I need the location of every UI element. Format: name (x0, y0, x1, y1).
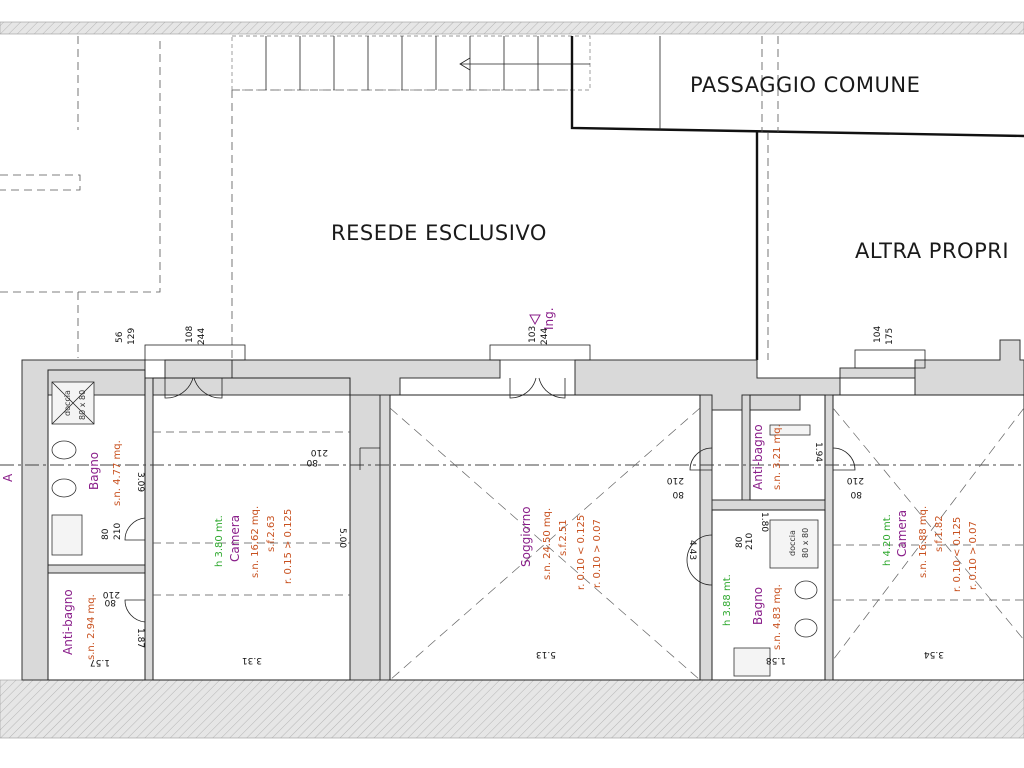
bidet-2 (794, 618, 818, 638)
dim-108: 108 (185, 326, 195, 343)
door-dim-80-f: 80 (735, 536, 745, 548)
section-line-a: A (0, 464, 1024, 482)
dimension-labels: 56 129 108 244 103 244 104 175 3.09 5.00… (90, 326, 944, 667)
shower-2-label: doccia (788, 530, 797, 556)
passaggio-comune-label: PASSAGGIO COMUNE (690, 73, 920, 97)
antibagno-2-name: Anti-bagno (751, 424, 765, 490)
dim-194: 1.94 (813, 442, 823, 462)
sink-1 (51, 514, 83, 556)
dim-513: 5.13 (536, 649, 556, 659)
soggiorno-sf: s.f.2.51 (558, 519, 569, 556)
ingresso-label: Ing. (542, 307, 556, 330)
dim-500: 5.00 (337, 528, 347, 548)
door-dim-210-d: 210 (113, 523, 123, 540)
door-dim-210-c: 210 (847, 475, 864, 485)
antibagno-1-name: Anti-bagno (61, 589, 75, 655)
dim-104: 104 (873, 326, 883, 343)
dim-354: 3.54 (924, 649, 944, 659)
sink-3 (769, 424, 811, 436)
bagno-1-name: Bagno (87, 452, 101, 490)
dim-180: 1.80 (759, 512, 769, 532)
sink-2 (733, 647, 771, 677)
camera-2-height: h 4.20 mt. (882, 514, 893, 566)
top-boundary-strip (0, 21, 1024, 35)
dim-443: 4.43 (687, 540, 697, 560)
shower-2-size: 80 x 80 (801, 528, 810, 558)
exterior-walls (21, 339, 1024, 681)
staircase (231, 35, 591, 91)
door-dim-210-e: 210 (103, 589, 120, 599)
toilet-1 (51, 440, 77, 460)
shower-2 (769, 519, 819, 569)
room-labels: Bagno s.n. 4.77 mq. Anti-bagno s.n. 2.94… (61, 424, 979, 660)
door-dim-80-a: 80 (306, 457, 318, 467)
section-marker-label: A (1, 473, 15, 482)
dim-244-b: 244 (540, 328, 550, 345)
common-passage-boundary (570, 36, 1024, 360)
camera-2-name: Camera (895, 510, 909, 557)
shower-1-label: doccia (63, 390, 72, 416)
antibagno-1-area: s.n. 2.94 mq. (86, 594, 97, 660)
door-dim-210-b: 210 (667, 475, 684, 485)
door-dim-210-a: 210 (311, 447, 328, 457)
soggiorno-name: Soggiorno (519, 506, 533, 567)
doors (124, 344, 926, 623)
left-dashed-outline (0, 36, 572, 358)
toilet-2 (794, 580, 818, 600)
camera-1-sf: s.f.2.63 (266, 515, 277, 552)
camera-2-ratio-2: r. 0.10 > 0.07 (968, 521, 979, 590)
door-dim-80-e: 80 (104, 597, 116, 607)
bathroom-fixtures: doccia 80 x 80 doccia 80 x 80 (51, 381, 819, 677)
entrance-marker: Ing. (529, 307, 556, 330)
bagno-2-height: h 3.88 mt. (722, 574, 733, 626)
camera-2-ratio-1: r. 0.10 < 0.125 (952, 517, 963, 592)
ceiling-beam-lines (153, 431, 1024, 601)
dim-175: 175 (885, 328, 895, 345)
door-dim-210-f: 210 (745, 533, 755, 550)
soggiorno-ratio-2: r. 0.10 > 0.07 (592, 519, 603, 588)
camera-2-area: s.n. 16.88 mq. (918, 506, 929, 578)
dim-331: 3.31 (242, 655, 262, 665)
bagno-2-name: Bagno (751, 587, 765, 625)
dim-103: 103 (528, 326, 538, 343)
shower-1-size: 80 x 80 (78, 390, 87, 420)
dim-309: 3.09 (135, 472, 145, 492)
altra-proprieta-label: ALTRA PROPRI (855, 239, 1009, 263)
door-dim-80-b: 80 (672, 489, 684, 499)
dim-56: 56 (115, 331, 125, 343)
room-outlines (47, 369, 1024, 681)
dim-158: 1.58 (766, 655, 786, 665)
bagno-1-area: s.n. 4.77 mq. (112, 440, 123, 506)
bagno-2-area: s.n. 4.83 mq. (772, 584, 783, 650)
soggiorno-ratio-1: r. 0.10 < 0.125 (576, 515, 587, 590)
resede-esclusivo-label: RESEDE ESCLUSIVO (331, 221, 547, 245)
door-dim-80-d: 80 (101, 528, 111, 540)
camera-1-ratio: r. 0.15 > 0.125 (283, 509, 294, 584)
soggiorno-area: s.n. 24.50 mq. (542, 508, 553, 580)
bottom-boundary-strip (0, 679, 1024, 739)
camera-2-sf: s.f.1.82 (934, 515, 945, 552)
camera-1-name: Camera (228, 515, 242, 562)
room-diagonals (389, 407, 1024, 681)
dim-157: 1.57 (90, 657, 110, 667)
bidet-1 (51, 478, 77, 498)
camera-1-area: s.n. 16.62 mq. (250, 506, 261, 578)
dim-244-a: 244 (197, 328, 207, 345)
door-dim-80-c: 80 (850, 489, 862, 499)
antibagno-2-area: s.n. 3.21 mq. (772, 424, 783, 490)
dim-187: 1.87 (135, 628, 145, 648)
camera-1-height: h 3.80 mt. (214, 515, 225, 567)
dim-129: 129 (127, 328, 137, 345)
